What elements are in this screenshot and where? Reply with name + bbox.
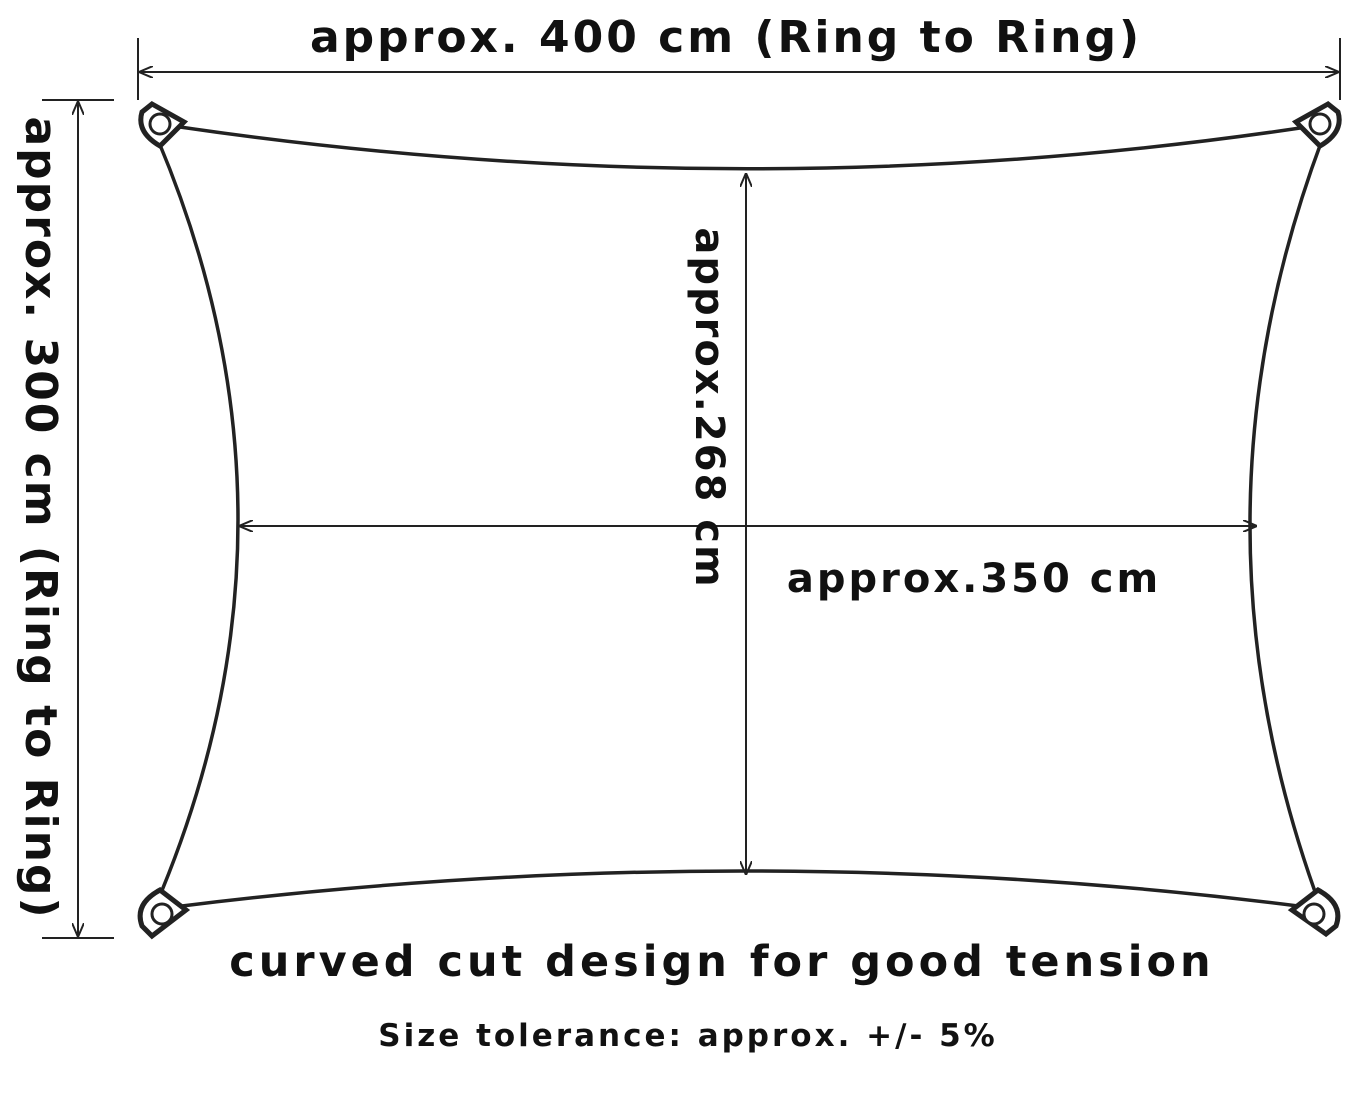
- inner-vertical-dimension-label: approx.268 cm: [686, 227, 732, 588]
- ring-bottom-right: [1287, 887, 1341, 938]
- ring-top-left: [138, 100, 189, 150]
- size-tolerance-note: Size tolerance: approx. +/- 5%: [378, 1018, 997, 1054]
- sail-outline: [156, 125, 1324, 908]
- sail-left-edge: [156, 138, 240, 902]
- design-note: curved cut design for good tension: [229, 937, 1214, 987]
- ring-top-right: [1291, 100, 1342, 150]
- sail-top-edge: [178, 125, 1302, 171]
- sail-bottom-edge: [180, 869, 1300, 908]
- ring-bottom-left: [137, 887, 191, 940]
- left-dimension-line: [42, 99, 114, 939]
- sail-right-edge: [1248, 138, 1324, 902]
- corner-rings: [137, 100, 1342, 940]
- top-dimension-line: [137, 38, 1341, 100]
- inner-horizontal-dimension-label: approx.350 cm: [787, 556, 1161, 602]
- left-dimension-label: approx. 300 cm (Ring to Ring): [15, 116, 66, 919]
- top-dimension-label: approx. 400 cm (Ring to Ring): [310, 12, 1142, 63]
